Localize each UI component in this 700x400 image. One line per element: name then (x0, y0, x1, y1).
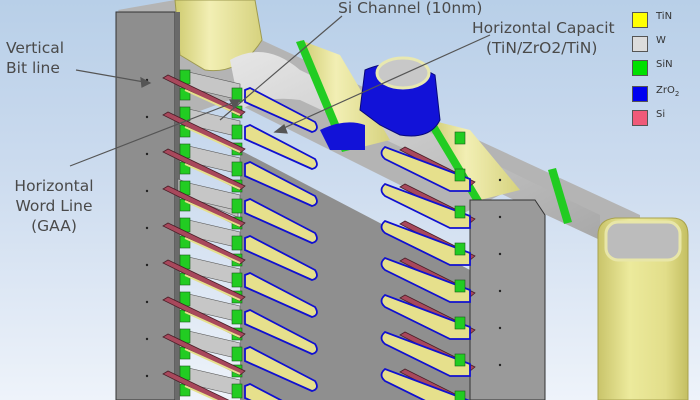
legend-label: TiN (656, 11, 673, 22)
label-line: Word Line (15, 197, 93, 215)
legend-item-zro2: ZrO2 (628, 84, 700, 106)
material-legend: TiN W SiN ZrO2 Si (628, 10, 700, 128)
legend-item-w: W (628, 34, 700, 56)
w-swatch (632, 36, 648, 52)
legend-label: W (656, 35, 666, 46)
legend-label-subscript: 2 (674, 90, 680, 98)
label-line: Horizontal Capacit (472, 19, 615, 37)
label-line: (GAA) (31, 217, 77, 235)
label-line: Vertical (6, 39, 65, 57)
label-vertical-bit-line: Vertical Bit line (6, 38, 64, 78)
label-line: Si Channel (10nm) (338, 0, 483, 17)
label-horizontal-capacitor: Horizontal Capacit (TiN/ZrO2/TiN) (472, 18, 632, 58)
leader-lines (69, 15, 491, 167)
legend-label: SiN (656, 59, 673, 70)
sin-swatch (632, 60, 648, 76)
legend-label: ZrO2 (656, 85, 679, 98)
tin-swatch (632, 12, 648, 28)
label-line: Bit line (6, 59, 60, 77)
legend-label-main: ZrO (656, 85, 675, 96)
label-horizontal-word-line: Horizontal Word Line (GAA) (4, 176, 104, 236)
label-line: Horizontal (14, 177, 94, 195)
legend-label: Si (656, 109, 666, 120)
vertical-bit-line-wall (115, 11, 180, 400)
zro2-swatch (632, 86, 648, 102)
legend-item-si: Si (628, 108, 700, 130)
legend-item-sin: SiN (628, 58, 700, 80)
legend-item-tin: TiN (628, 10, 700, 32)
label-line: (TiN/ZrO2/TiN) (486, 39, 598, 57)
cell-rows (145, 69, 502, 400)
right-tin-pillar (597, 217, 689, 400)
label-si-channel: Si Channel (10nm) (338, 0, 482, 18)
si-swatch (632, 110, 648, 126)
